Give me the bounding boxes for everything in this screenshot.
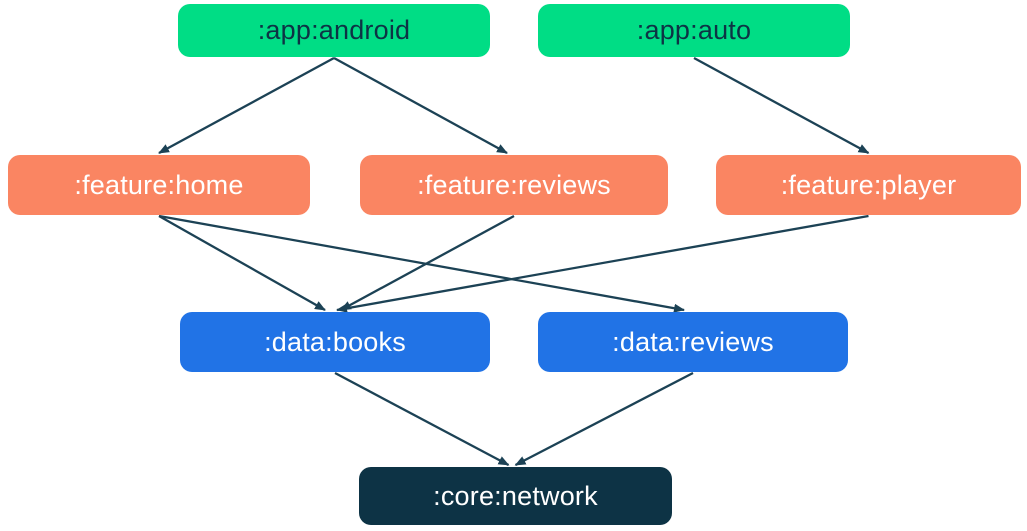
edge-data-reviews-to-core-network: [514, 371, 694, 467]
edge-feature-reviews-to-data-books: [340, 214, 515, 312]
edge-app-android-to-feature-home: [158, 56, 335, 155]
edge-data-books-to-core-network: [334, 371, 510, 467]
node-feature-home: :feature:home: [8, 155, 310, 215]
node-data-books: :data:books: [180, 312, 490, 372]
edge-app-android-to-feature-reviews: [333, 56, 508, 155]
node-app-android: :app:android: [178, 4, 490, 57]
edge-feature-home-to-data-books: [158, 214, 326, 312]
node-feature-reviews: :feature:reviews: [360, 155, 668, 215]
edge-feature-home-to-data-reviews: [158, 214, 685, 313]
node-core-network: :core:network: [359, 467, 672, 525]
edge-app-auto-to-feature-player: [693, 56, 870, 155]
node-feature-player: :feature:player: [716, 155, 1021, 215]
edge-feature-player-to-data-books: [336, 214, 869, 313]
node-data-reviews: :data:reviews: [538, 312, 848, 372]
node-app-auto: :app:auto: [538, 4, 850, 57]
